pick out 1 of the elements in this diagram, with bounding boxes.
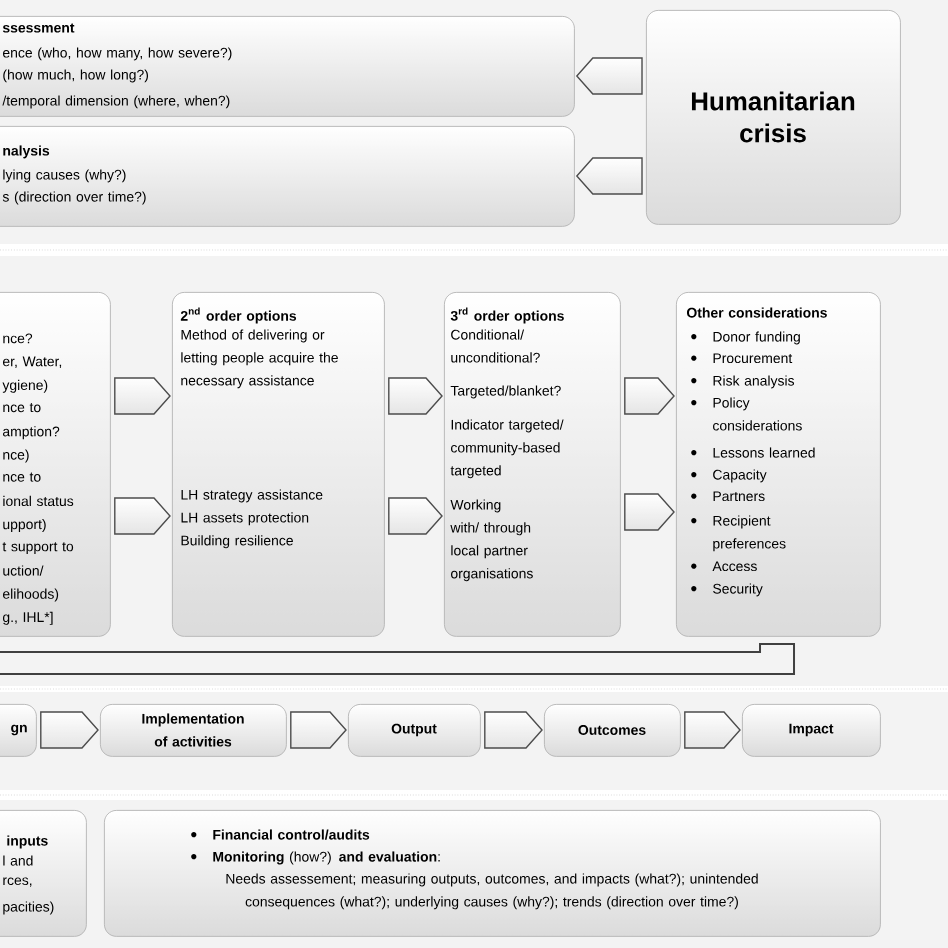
crisis-box: Humanitarian crisis	[646, 10, 901, 225]
